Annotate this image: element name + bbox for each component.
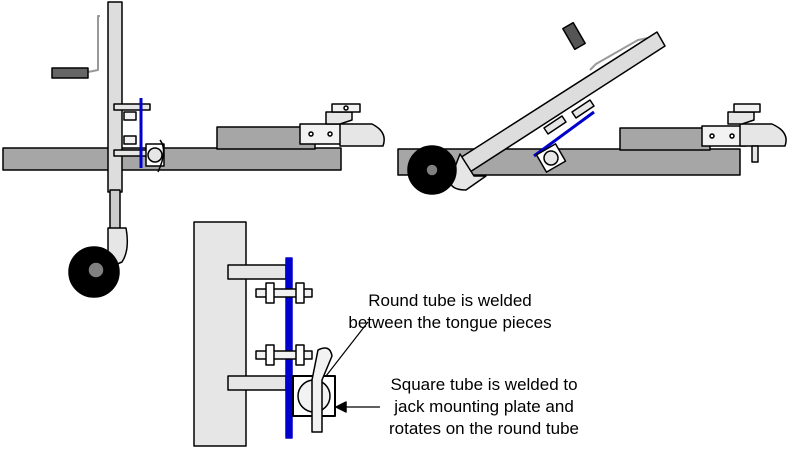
tongue-bar	[2, 147, 342, 171]
crank-knob	[51, 67, 89, 79]
square-tube-callout: Square tube is welded to jack mounting p…	[372, 374, 596, 440]
square-tube-callout-line-3: rotates on the round tube	[389, 419, 579, 438]
crank-handle	[87, 15, 100, 73]
upper-bolt	[255, 288, 313, 298]
round-tube-callout: Round tube is welded between the tongue …	[330, 290, 570, 334]
coupler-plate	[299, 123, 343, 145]
round-tube-leader	[325, 321, 369, 377]
detail-jack-tube	[193, 221, 247, 447]
detail-mounting-plate	[285, 257, 293, 439]
round-tube-callout-line-2: between the tongue pieces	[348, 313, 552, 332]
lower-bolt	[255, 350, 313, 360]
square-tube-callout-line-1: Square tube is welded to	[390, 375, 578, 394]
left-view-vertical-jack	[2, 1, 385, 298]
right-view-swung-jack	[397, 21, 787, 195]
hitch-coupler	[339, 123, 385, 147]
square-tube-callout-line-2: jack mounting plate and	[394, 397, 574, 416]
detail-view	[193, 221, 380, 447]
round-tube-callout-line-1: Round tube is welded	[368, 291, 532, 310]
mounting-plate-right	[533, 110, 595, 158]
tongue-piece	[311, 347, 333, 433]
jack-tube	[107, 1, 123, 193]
